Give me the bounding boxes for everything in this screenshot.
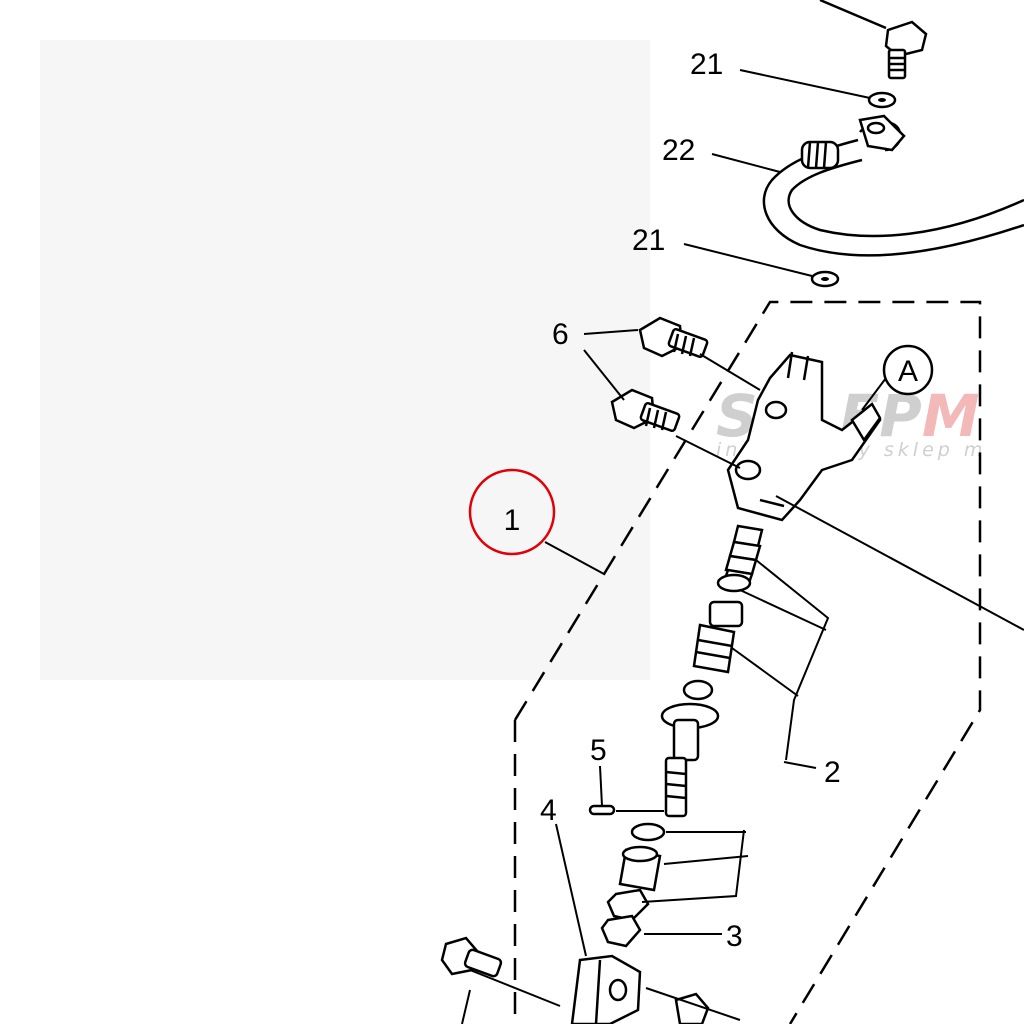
svg-text:A: A [898,355,918,388]
leader-lines [461,69,1024,1024]
callout-6: 6 [552,318,569,351]
callout-5: 5 [590,734,607,767]
callout-22: 22 [662,134,695,167]
callout-21-upper: 21 [690,48,723,81]
callout-21-lower: 21 [632,224,665,257]
master-cylinder-body [726,351,882,522]
callout-2: 2 [824,756,841,789]
piston-assembly [660,573,752,818]
callout-labels: 21 22 21 6 5 4 2 3 [540,48,841,953]
brake-hose [762,114,1024,257]
background-shading [40,40,650,680]
callout-1: 1 [504,504,521,537]
callout-a: A [882,344,934,396]
bolt-lower-right [674,992,710,1024]
highlight-circle [468,468,556,556]
bolt-lower-left [440,936,503,978]
callout-3: 3 [726,920,743,953]
callout-1-highlight: 1 [468,468,556,556]
banjo-bolt-top [819,0,928,80]
callout-4: 4 [540,794,557,827]
clevis-bracket [570,954,642,1024]
nut-stack [600,822,666,948]
pin [588,804,616,816]
